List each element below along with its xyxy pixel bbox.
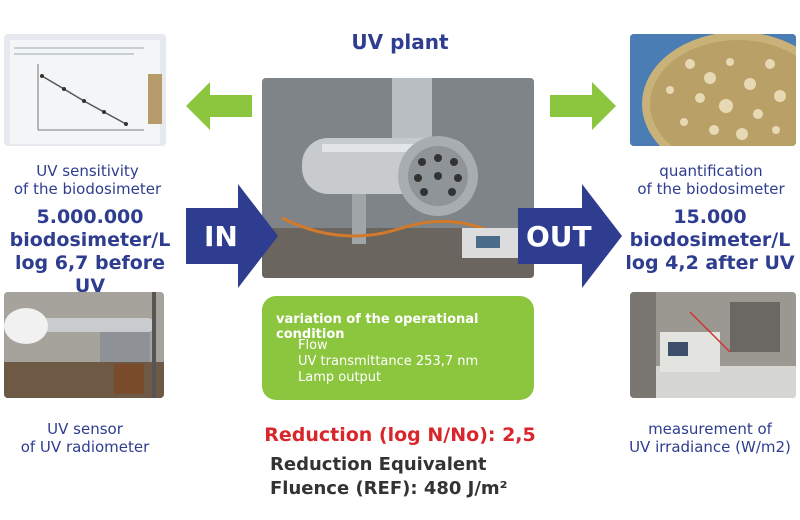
measurement-photo bbox=[630, 292, 796, 398]
quantification-caption-line2: of the biodosimeter bbox=[637, 180, 785, 198]
uv-sensor-caption-line1: UV sensor bbox=[47, 420, 123, 438]
measurement-image bbox=[630, 292, 796, 398]
petri-dish-image bbox=[630, 34, 796, 146]
after-uv-count: 15.000 biodosimeter/L log 4,2 after UV bbox=[620, 206, 800, 275]
ref-result: Reduction Equivalent Fluence (REF): 480 … bbox=[270, 453, 510, 501]
after-uv-count-line3: log 4,2 after UV bbox=[625, 252, 795, 274]
ref-result-line2: Fluence (REF): 480 J/m² bbox=[270, 478, 508, 499]
measurement-caption-line2: UV irradiance (W/m2) bbox=[629, 438, 791, 456]
uv-plant-photo bbox=[262, 78, 534, 278]
sensitivity-caption-line2: of the biodosimeter bbox=[13, 180, 162, 198]
sensitivity-caption: UV sensitivity of the biodosimeter bbox=[0, 162, 175, 198]
conditions-title: variation of the operational condition bbox=[276, 312, 479, 342]
out-arrow bbox=[518, 184, 622, 288]
before-uv-count: 5.000.000 biodosimeter/L log 6,7 before … bbox=[0, 206, 180, 298]
uv-sensor-caption: UV sensor of UV radiometer bbox=[0, 420, 170, 456]
sensitivity-chart-photo bbox=[4, 34, 166, 146]
quantification-caption: quantification of the biodosimeter bbox=[622, 162, 800, 198]
sensitivity-chart-image bbox=[4, 34, 166, 146]
uv-sensor-caption-line2: of UV radiometer bbox=[20, 438, 150, 456]
page-title: UV plant bbox=[351, 30, 449, 54]
reduction-result: Reduction (log N/No): 2,5 bbox=[264, 424, 536, 446]
green-arrow-right bbox=[550, 82, 616, 130]
in-label: IN bbox=[204, 220, 238, 253]
measurement-caption: measurement of UV irradiance (W/m2) bbox=[620, 420, 800, 456]
uv-sensor-photo bbox=[4, 292, 164, 398]
before-uv-count-line1: 5.000.000 bbox=[36, 206, 144, 228]
before-uv-count-line3: log 6,7 before UV bbox=[14, 252, 166, 297]
petri-dish-photo bbox=[630, 34, 796, 146]
condition-item-transmittance: UV transmittance 253,7 nm bbox=[298, 354, 479, 369]
uv-sensor-image bbox=[4, 292, 164, 398]
in-arrow bbox=[186, 184, 278, 288]
after-uv-count-line2: biodosimeter/L bbox=[629, 229, 791, 251]
out-label: OUT bbox=[526, 220, 592, 253]
uv-plant-image bbox=[262, 78, 534, 278]
operational-conditions-box: variation of the operational condition F… bbox=[262, 296, 534, 400]
quantification-caption-line1: quantification bbox=[659, 162, 763, 180]
condition-item-flow: Flow bbox=[298, 338, 328, 353]
before-uv-count-line2: biodosimeter/L bbox=[9, 229, 171, 251]
measurement-caption-line1: measurement of bbox=[648, 420, 772, 438]
condition-item-lamp-output: Lamp output bbox=[298, 370, 382, 385]
ref-result-line1: Reduction Equivalent bbox=[270, 454, 487, 475]
green-arrow-left bbox=[186, 82, 252, 130]
after-uv-count-line1: 15.000 bbox=[673, 206, 747, 228]
sensitivity-caption-line1: UV sensitivity bbox=[36, 162, 139, 180]
